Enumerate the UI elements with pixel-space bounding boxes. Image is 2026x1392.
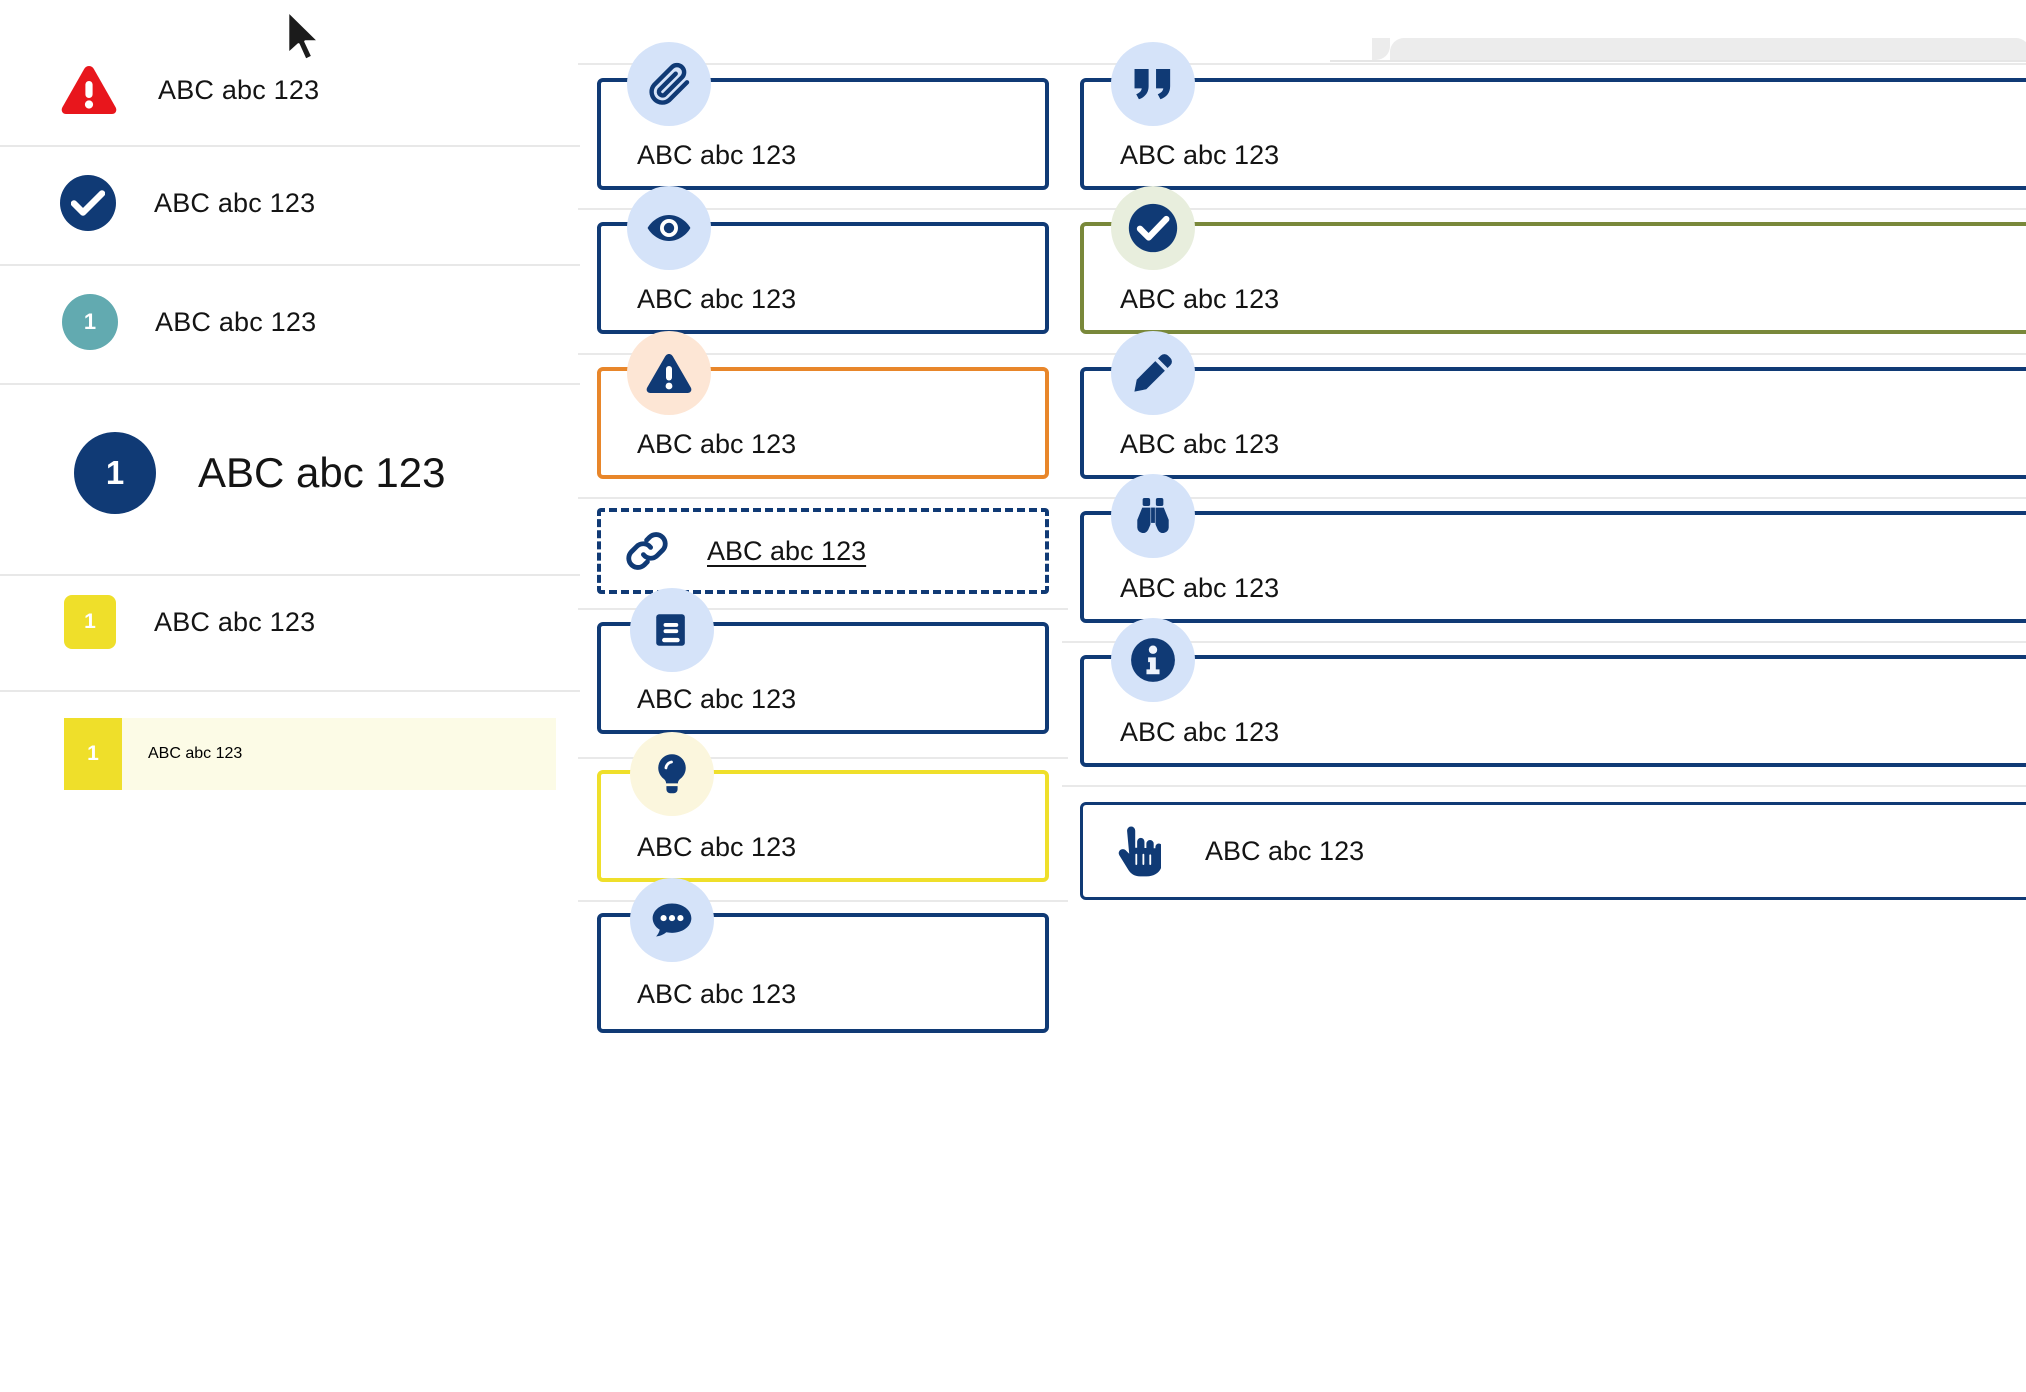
lightbulb-icon: [630, 732, 714, 816]
approved-card[interactable]: ABC abc 123: [1080, 222, 2026, 334]
list-item-highlighted[interactable]: 1 ABC abc 123: [64, 718, 556, 790]
card-label: ABC abc 123: [1120, 573, 1280, 603]
card-label: ABC abc 123: [637, 429, 797, 459]
badge-value: 1: [105, 454, 125, 491]
observe-card[interactable]: ABC abc 123: [1080, 511, 2026, 623]
link-label[interactable]: ABC abc 123: [707, 535, 867, 566]
card-divider: [1062, 63, 2026, 65]
number-badge-circle: 1: [62, 294, 118, 350]
card-label: ABC abc 123: [637, 284, 797, 314]
badge-value: 1: [83, 309, 97, 334]
card-divider: [1062, 785, 2026, 787]
info-card[interactable]: ABC abc 123: [1080, 655, 2026, 767]
number-badge-square-flat: 1: [64, 718, 122, 790]
badge-value: 1: [87, 742, 99, 765]
warning-triangle-icon: [60, 64, 118, 116]
check-circle-icon: [60, 175, 116, 231]
action-card[interactable]: ABC abc 123: [1080, 802, 2026, 900]
card-label: ABC abc 123: [637, 979, 797, 1009]
left-list-column: ABC abc 123 ABC abc 123 1 ABC abc 123 1 …: [0, 0, 580, 1392]
warning-card[interactable]: ABC abc 123: [597, 367, 1049, 479]
card-divider: [578, 63, 1068, 65]
badge-value: 1: [84, 610, 96, 633]
card-divider: [578, 208, 1068, 210]
number-badge-square: 1: [64, 595, 116, 649]
card-label: ABC abc 123: [637, 140, 797, 170]
link-icon: [623, 527, 671, 575]
chat-bubble-icon: [630, 878, 714, 962]
card-label: ABC abc 123: [637, 684, 797, 714]
card-divider: [578, 608, 1068, 610]
card-divider: [578, 353, 1068, 355]
eye-icon: [627, 186, 711, 270]
list-item-label: ABC abc 123: [158, 74, 320, 105]
tab-shape-decor: [1364, 38, 2026, 60]
edit-card[interactable]: ABC abc 123: [1080, 367, 2026, 479]
list-item-note[interactable]: 1 ABC abc 123: [0, 595, 644, 649]
attachment-card[interactable]: ABC abc 123: [597, 78, 1049, 190]
info-icon: [1111, 618, 1195, 702]
card-divider: [578, 900, 1068, 902]
check-circle-icon: [1111, 186, 1195, 270]
list-item-error[interactable]: ABC abc 123: [0, 55, 640, 125]
paperclip-icon: [627, 42, 711, 126]
number-badge-circle-large: 1: [74, 432, 156, 514]
list-item-label: ABC abc 123: [155, 306, 317, 337]
link-card[interactable]: ABC abc 123: [597, 508, 1049, 594]
list-item-label: ABC abc 123: [154, 187, 316, 218]
list-item-label: ABC abc 123: [198, 449, 446, 496]
card-divider: [1062, 497, 2026, 499]
warning-triangle-icon: [627, 331, 711, 415]
list-item-teal[interactable]: 1 ABC abc 123: [0, 294, 642, 350]
card-divider: [1062, 353, 2026, 355]
card-label: ABC abc 123: [1120, 429, 1280, 459]
card-label: ABC abc 123: [637, 832, 797, 862]
list-item-label: ABC abc 123: [148, 745, 243, 762]
list-item-primary[interactable]: 1 ABC abc 123: [0, 432, 654, 514]
card-divider: [578, 497, 1068, 499]
card-label: ABC abc 123: [1120, 284, 1280, 314]
binoculars-icon: [1111, 474, 1195, 558]
list-divider: [0, 383, 580, 385]
quote-card[interactable]: ABC abc 123: [1080, 78, 2026, 190]
list-divider: [0, 264, 580, 266]
list-divider: [0, 574, 580, 576]
card-label: ABC abc 123: [1205, 835, 1365, 866]
list-divider: [0, 690, 580, 692]
list-divider: [0, 145, 580, 147]
list-item-success[interactable]: ABC abc 123: [0, 175, 640, 231]
card-divider: [1062, 641, 2026, 643]
card-divider: [1062, 208, 2026, 210]
tab-baseline-divider: [1330, 60, 2026, 62]
card-label: ABC abc 123: [1120, 140, 1280, 170]
card-label: ABC abc 123: [1120, 717, 1280, 747]
book-icon: [630, 588, 714, 672]
hand-pointer-icon: [1109, 822, 1161, 880]
list-item-label: ABC abc 123: [154, 606, 316, 637]
quote-icon: [1111, 42, 1195, 126]
card-divider: [578, 757, 1068, 759]
pencil-icon: [1111, 331, 1195, 415]
mouse-pointer: [283, 8, 325, 66]
